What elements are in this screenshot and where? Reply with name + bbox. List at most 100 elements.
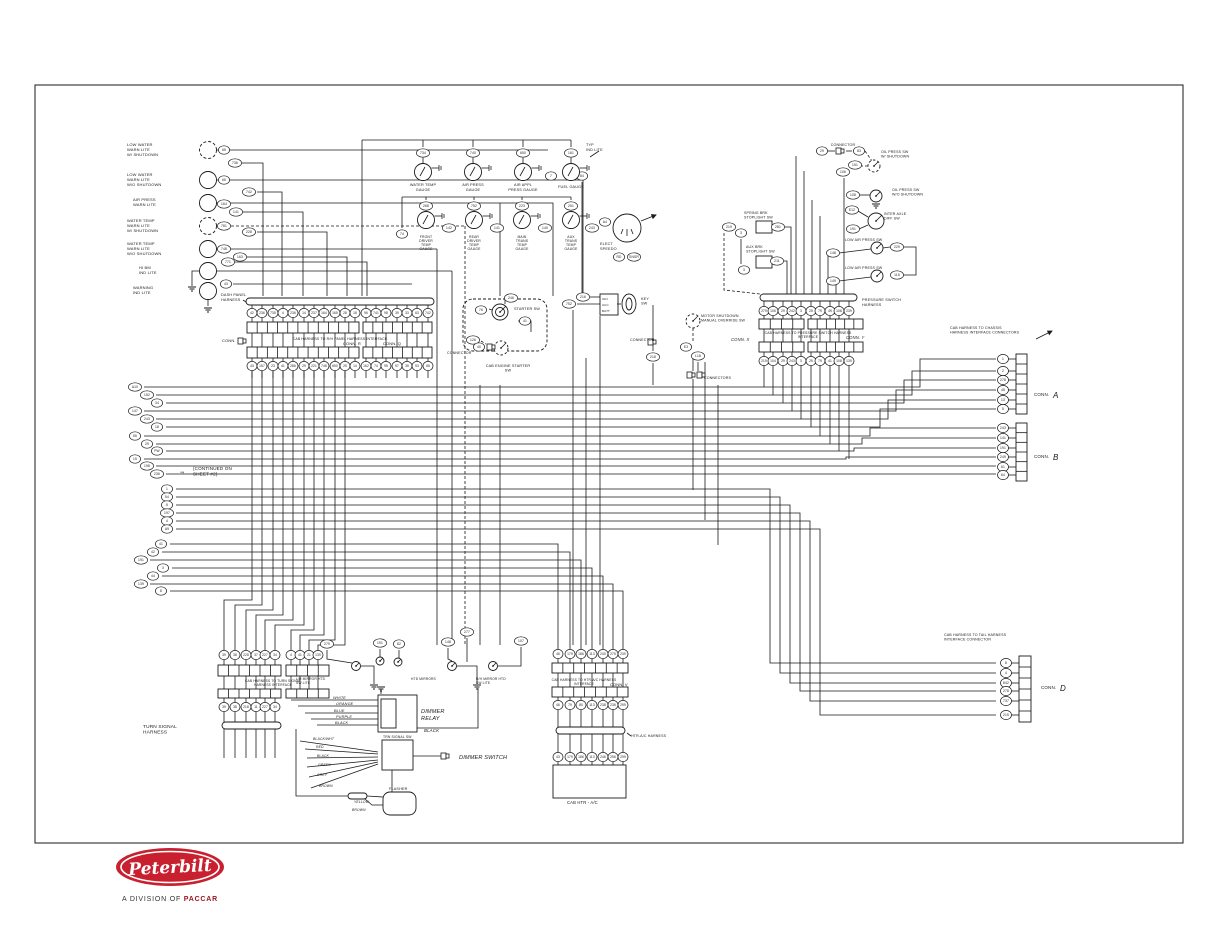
svg-text:A: A	[1052, 391, 1059, 400]
svg-text:147: 147	[132, 409, 138, 413]
svg-text:3: 3	[740, 231, 742, 235]
svg-text:141: 141	[1000, 436, 1006, 440]
svg-text:842: 842	[1003, 681, 1009, 685]
svg-text:SW: SW	[505, 369, 512, 373]
svg-text:BLACK: BLACK	[335, 721, 349, 725]
svg-text:223: 223	[519, 204, 525, 208]
svg-text:AUX: AUX	[567, 235, 575, 239]
svg-text:MAIN: MAIN	[517, 235, 526, 239]
svg-text:650: 650	[520, 151, 526, 155]
svg-text:FRONT: FRONT	[420, 235, 432, 239]
lbl-conn-b-letter: B	[1053, 453, 1059, 462]
svg-text:33: 33	[405, 311, 409, 315]
svg-text:228: 228	[246, 230, 252, 234]
lbl-conn-r: CONN. R	[343, 341, 361, 346]
lbl-conn-d: CONN.	[1041, 685, 1056, 690]
harness-stacks	[223, 301, 850, 765]
svg-text:737: 737	[1003, 699, 1009, 703]
svg-text:142: 142	[446, 226, 452, 230]
svg-text:WARN LITE: WARN LITE	[133, 202, 156, 207]
svg-text:SPEEDO: SPEEDO	[600, 247, 617, 251]
aux-trans-temp-gauge	[562, 210, 590, 229]
svg-text:46: 46	[556, 652, 560, 656]
svg-text:164: 164	[321, 311, 327, 315]
water-temp-gauge	[414, 157, 442, 181]
elect-speedo-dial	[612, 213, 642, 243]
dash-conn-plug	[237, 337, 247, 345]
svg-text:8: 8	[1005, 661, 1007, 665]
svg-text:771: 771	[225, 260, 231, 264]
lbl-purple: PURPLE	[336, 715, 352, 719]
svg-text:227: 227	[262, 653, 268, 657]
svg-text:221: 221	[311, 364, 317, 368]
svg-text:14: 14	[302, 311, 306, 315]
lbl-brown-1: BROWN	[319, 784, 333, 788]
lbl-conn-a-letter: A	[1052, 391, 1059, 400]
svg-text:3: 3	[743, 268, 745, 272]
svg-text:41: 41	[828, 359, 832, 363]
svg-text:BLACK: BLACK	[317, 754, 329, 758]
svg-text:278: 278	[1003, 689, 1009, 693]
svg-text:STOPLIGHT SW: STOPLIGHT SW	[746, 249, 775, 253]
svg-text:243: 243	[589, 226, 595, 230]
top-connector-plug	[835, 147, 845, 155]
turn-strip-2a	[217, 688, 282, 699]
svg-text:CONNECTOR: CONNECTOR	[831, 143, 856, 147]
svg-text:735: 735	[270, 311, 276, 315]
svg-text:GAUGE: GAUGE	[565, 247, 579, 251]
lbl-dimmer-switch: DIMMER SWITCH	[459, 755, 508, 761]
svg-text:239: 239	[846, 309, 852, 313]
lbl-conn-d-letter: D	[1060, 684, 1066, 693]
motor-shutdown-override-sw	[685, 313, 701, 329]
svg-text:38: 38	[233, 653, 237, 657]
front-driver-temp-gauge	[417, 210, 445, 229]
svg-text:HARNESS: HARNESS	[862, 303, 882, 307]
svg-text:E3: E3	[684, 345, 688, 349]
svg-text:115: 115	[894, 273, 900, 277]
svg-text:256: 256	[610, 755, 616, 759]
svg-text:43: 43	[250, 364, 254, 368]
svg-text:650: 650	[332, 364, 338, 368]
svg-text:MOTOR SHUTDOWN: MOTOR SHUTDOWN	[701, 314, 739, 318]
lbl-red: RED	[316, 745, 324, 749]
svg-text:39: 39	[222, 653, 226, 657]
svg-text:80: 80	[579, 703, 583, 707]
svg-text:41: 41	[281, 364, 285, 368]
svg-text:13: 13	[1001, 398, 1005, 402]
svg-text:219: 219	[761, 359, 767, 363]
lbl-conn-left: CONN.	[222, 338, 236, 343]
svg-text:CONN.: CONN.	[1034, 392, 1049, 397]
lbl-conn-q: CONN. Q	[383, 341, 401, 346]
low-water-warn-lite-wo-shutdown	[199, 171, 217, 189]
logo-oval-shape	[116, 848, 224, 886]
dial-ellipses	[612, 213, 642, 315]
dash-strip-1a	[246, 321, 360, 334]
lbl-flasher: FLASHER	[389, 787, 408, 791]
svg-text:191: 191	[377, 641, 383, 645]
svg-text:236: 236	[290, 311, 296, 315]
svg-text:AIR PRESS: AIR PRESS	[133, 197, 156, 202]
lbl-blue: BLUE	[334, 709, 345, 713]
svg-text:83: 83	[857, 149, 861, 153]
svg-text:A9: A9	[165, 527, 169, 531]
svg-text:LOW WATER: LOW WATER	[127, 172, 153, 177]
svg-text:41: 41	[523, 319, 527, 323]
lbl-trn-signal-sw: TRN SIGNAL SW	[383, 735, 412, 739]
svg-text:82: 82	[397, 642, 401, 646]
svg-text:49: 49	[828, 309, 832, 313]
svg-text:CAB HARNESS TO PRESSURE SWITCH: CAB HARNESS TO PRESSURE SWITCH HARNESS	[765, 331, 852, 335]
svg-text:INTERFACE CONNECTOR: INTERFACE CONNECTOR	[944, 637, 991, 641]
svg-text:CONN.: CONN.	[222, 338, 236, 343]
dash-strip-2b	[362, 346, 433, 359]
svg-text:CONNECTORS: CONNECTORS	[704, 376, 731, 380]
